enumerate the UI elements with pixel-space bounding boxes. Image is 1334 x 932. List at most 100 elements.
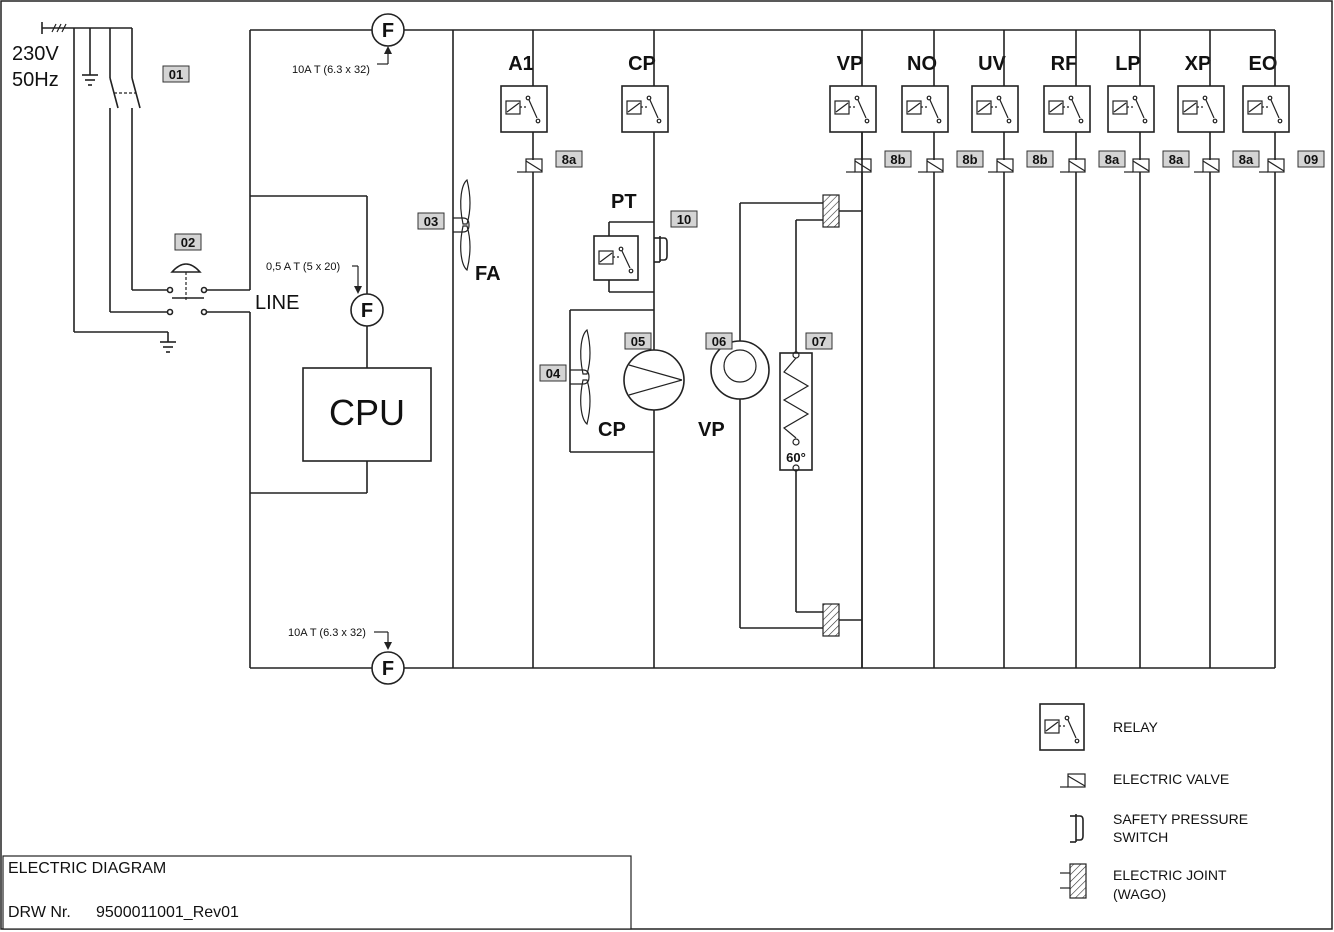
valve-tag-text: 8a xyxy=(562,152,577,167)
earth-icon xyxy=(82,70,98,86)
svg-text:01: 01 xyxy=(169,67,183,82)
electric-valve-icon xyxy=(846,132,872,173)
valve-tag xyxy=(1162,150,1190,168)
valve-tag xyxy=(956,150,984,168)
vacuum-pump-icon xyxy=(710,340,770,400)
relay-column-no: NO 8b xyxy=(901,30,984,668)
legend-relay-text: RELAY xyxy=(1113,719,1159,735)
condenser-fan-icon xyxy=(570,328,591,426)
compressor-section: PT 10 xyxy=(539,132,698,668)
legend-pressure-text-2: SWITCH xyxy=(1113,829,1168,845)
tag-07 xyxy=(805,332,833,350)
valve-tag-text: 09 xyxy=(1304,152,1318,167)
vacuum-pump-section: 06 VP 07 60° xyxy=(698,132,863,668)
relay-label: A1 xyxy=(508,53,534,75)
relay-icon xyxy=(1177,85,1225,133)
relay-label: XP xyxy=(1185,53,1212,75)
legend-pressure-switch-icon xyxy=(1070,814,1084,843)
relay-icon xyxy=(1043,85,1091,133)
relay-label: EO xyxy=(1249,53,1278,75)
tag-01 xyxy=(162,65,190,83)
relay-column-uv: UV 8b xyxy=(971,30,1054,668)
legend-pressure-text-1: SAFETY PRESSURE xyxy=(1113,811,1248,827)
valve-tag-text: 8b xyxy=(890,152,905,167)
relay-label: UV xyxy=(978,53,1006,75)
legend-valve-text: ELECTRIC VALVE xyxy=(1113,771,1229,787)
svg-text:05: 05 xyxy=(631,334,645,349)
relay-label: RF xyxy=(1051,53,1078,75)
svg-text:F: F xyxy=(382,658,394,680)
electric-valve-icon xyxy=(517,132,543,173)
title-block-title: ELECTRIC DIAGRAM xyxy=(8,860,166,877)
title-block: ELECTRIC DIAGRAM DRW Nr. 9500011001_Rev0… xyxy=(2,855,632,930)
cpu-label: CPU xyxy=(329,392,405,433)
earth-icon-2 xyxy=(160,341,176,353)
title-block-drawing-label: DRW Nr. xyxy=(8,904,71,921)
tag-04 xyxy=(539,364,567,382)
pt-label: PT xyxy=(611,191,637,213)
legend-joint-text-1: ELECTRIC JOINT xyxy=(1113,867,1227,883)
supply-voltage: 230V xyxy=(12,43,59,65)
valve-tag-text: 8b xyxy=(962,152,977,167)
pt-relay-icon xyxy=(593,235,639,281)
title-block-drawing-number: 9500011001_Rev01 xyxy=(96,904,239,921)
electric-valve-icon xyxy=(1124,132,1150,173)
electric-valve-icon xyxy=(1194,132,1220,173)
cpu-fuse-rating: 0,5 A T (5 x 20) xyxy=(266,261,340,273)
relay-column-xp: XP 8a xyxy=(1177,30,1260,668)
heater-thermostat-icon xyxy=(779,351,813,472)
lower-wago-joint xyxy=(822,603,840,637)
relay-icon xyxy=(1242,85,1290,133)
legend: RELAY ELECTRIC VALVE SAFETY PRESSURE SWI… xyxy=(1039,703,1248,902)
main-bus: F 10A T (6.3 x 32) F 10A T (6.3 x 32) xyxy=(249,13,1275,685)
upper-wago-joint xyxy=(822,194,840,228)
supply-frequency: 50Hz xyxy=(12,69,59,91)
plug-icon xyxy=(41,22,70,34)
tag-02 xyxy=(174,233,202,251)
valve-tag-text: 8a xyxy=(1169,152,1184,167)
cpu-fuse: F 0,5 A T (5 x 20) xyxy=(266,261,384,327)
tag-05 xyxy=(624,332,652,350)
svg-text:06: 06 xyxy=(712,334,726,349)
svg-text:F: F xyxy=(361,300,373,322)
relay-icon xyxy=(1107,85,1155,133)
relay-column-eo: EO 09 xyxy=(1242,30,1325,668)
thermostat-label: 60° xyxy=(786,450,806,465)
electric-valve-icon xyxy=(1060,132,1086,173)
valve-tag-text: 8a xyxy=(1239,152,1254,167)
main-switch-icon xyxy=(109,77,141,109)
compressor-label: CP xyxy=(598,419,626,441)
pressure-switch-icon xyxy=(654,236,668,263)
tag-10 xyxy=(670,210,698,228)
fan-label: FA xyxy=(475,263,501,285)
bottom-fuse: F 10A T (6.3 x 32) xyxy=(288,627,405,685)
legend-valve-icon xyxy=(1060,773,1086,788)
svg-text:03: 03 xyxy=(424,214,438,229)
relay-column-cp: CP xyxy=(621,30,669,133)
relay-label: NO xyxy=(907,53,937,75)
compressor-icon xyxy=(623,349,685,411)
top-fuse: F 10A T (6.3 x 32) xyxy=(292,13,405,76)
tag-06 xyxy=(705,332,733,350)
tag-03 xyxy=(417,212,445,230)
legend-relay-icon xyxy=(1039,703,1085,751)
electric-valve-icon xyxy=(988,132,1014,173)
valve-tag xyxy=(1098,150,1126,168)
svg-text:02: 02 xyxy=(181,235,195,250)
power-supply-section: 230V 50Hz 01 xyxy=(12,22,299,353)
svg-text:07: 07 xyxy=(812,334,826,349)
top-fuse-rating: 10A T (6.3 x 32) xyxy=(292,64,370,76)
valve-tag xyxy=(1232,150,1260,168)
valve-tag-text: 8b xyxy=(1032,152,1047,167)
relay-icon xyxy=(901,85,949,133)
legend-joint-text-2: (WAGO) xyxy=(1113,886,1166,902)
line-label: LINE xyxy=(255,292,299,314)
relay-column-a1: A1 8a xyxy=(500,30,583,668)
valve-tag xyxy=(1297,150,1325,168)
cpu-block xyxy=(302,367,432,462)
